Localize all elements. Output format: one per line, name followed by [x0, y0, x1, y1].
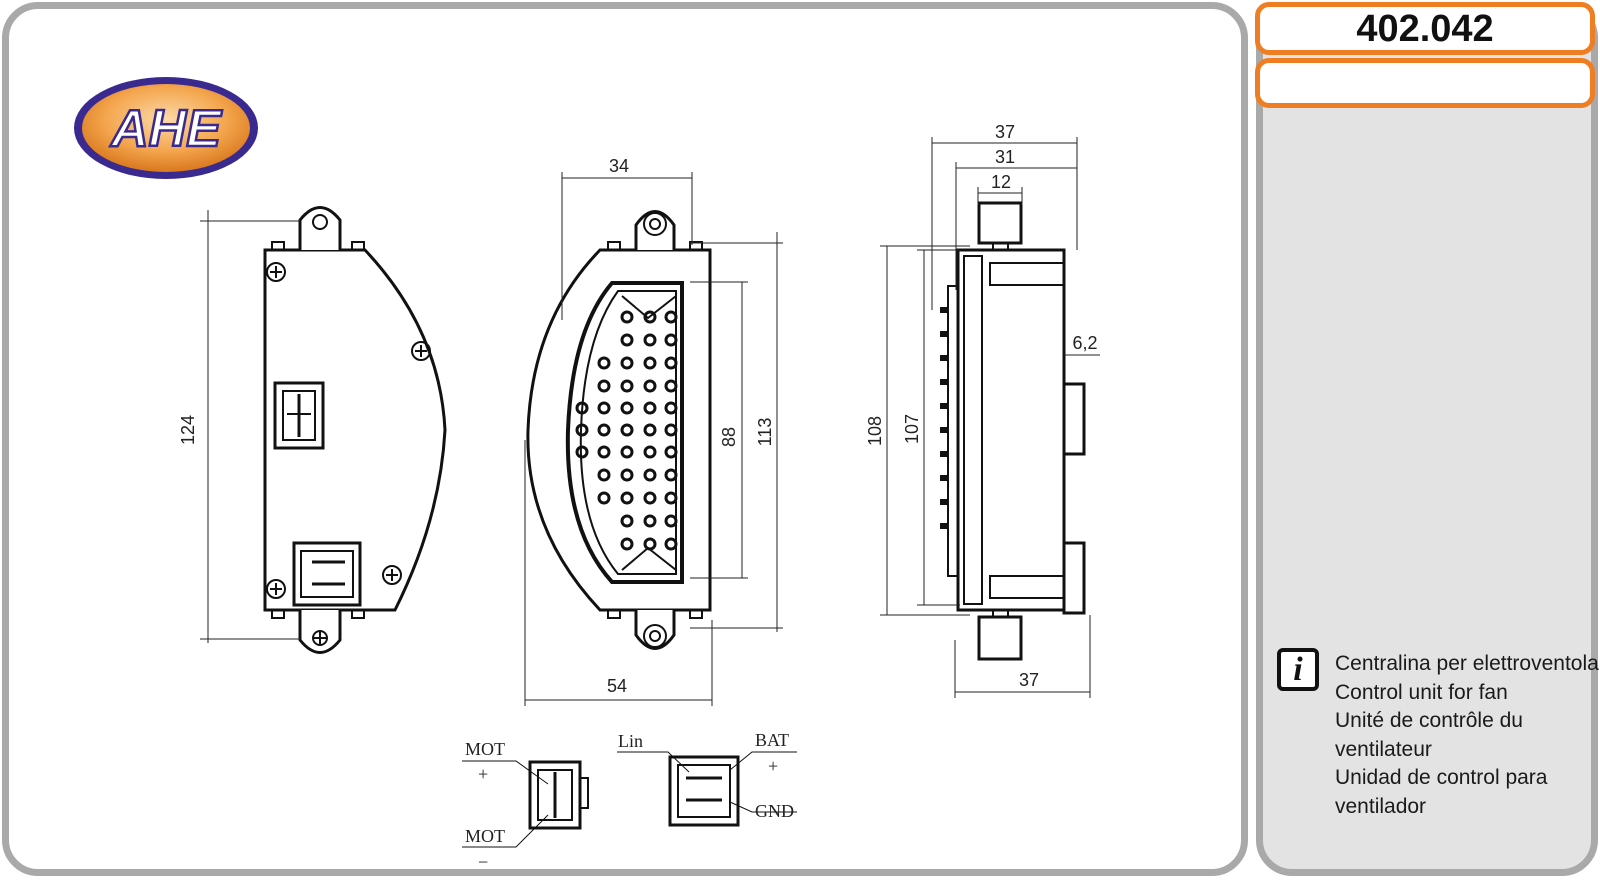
dimension-34: 34 — [609, 156, 629, 176]
product-code: 402.042 — [1255, 2, 1595, 55]
dimension-54: 54 — [607, 676, 627, 696]
connector-pins — [575, 310, 678, 551]
product-description: Centralina per elettroventola Control un… — [1335, 650, 1599, 821]
description-line: ventilador — [1335, 794, 1427, 818]
pin-plus-sign: + — [478, 764, 488, 784]
dimension-88: 88 — [719, 427, 739, 447]
motor-connector-diagram — [462, 760, 589, 848]
info-icon: i — [1277, 648, 1319, 691]
side-dimension-lines — [880, 137, 1100, 698]
dimension-107: 107 — [902, 414, 922, 444]
ahe-logo: AHE — [74, 77, 258, 179]
side-view — [940, 201, 1086, 661]
pin-mot-plus-label: MOT — [465, 739, 505, 759]
dimension-124: 124 — [178, 415, 198, 445]
secondary-code-box — [1255, 58, 1595, 108]
connector-view — [526, 210, 712, 650]
description-line: Unidad de control para — [1335, 766, 1548, 789]
info-panel — [1256, 2, 1598, 876]
description-line: Control unit for fan — [1335, 680, 1508, 704]
pin-lin-label: Lin — [618, 731, 643, 751]
connector-dimension-lines — [524, 172, 783, 706]
control-connector-diagram — [617, 751, 797, 827]
description-line: Centralina per elettroventola — [1335, 652, 1599, 675]
pin-minus-sign: − — [478, 852, 488, 872]
pin-bat-plus-sign: + — [768, 756, 778, 776]
dimension-12: 12 — [991, 172, 1011, 192]
pin-bat-label: BAT — [755, 730, 789, 750]
logo-text: AHE — [109, 100, 222, 158]
pin-gnd-label: GND — [755, 801, 794, 821]
front-dimension-lines — [200, 210, 300, 643]
dimension-6-2: 6,2 — [1072, 333, 1097, 353]
dimension-37-bottom: 37 — [1019, 670, 1039, 690]
dimension-108: 108 — [865, 416, 885, 446]
description-line: Unité de contrôle du — [1335, 709, 1523, 732]
dimension-113: 113 — [755, 418, 775, 447]
front-view — [263, 206, 447, 654]
description-line: ventilateur — [1335, 737, 1432, 761]
dimension-31: 31 — [995, 147, 1015, 167]
pin-mot-minus-label: MOT — [465, 826, 505, 846]
dimension-37-top: 37 — [995, 122, 1015, 142]
